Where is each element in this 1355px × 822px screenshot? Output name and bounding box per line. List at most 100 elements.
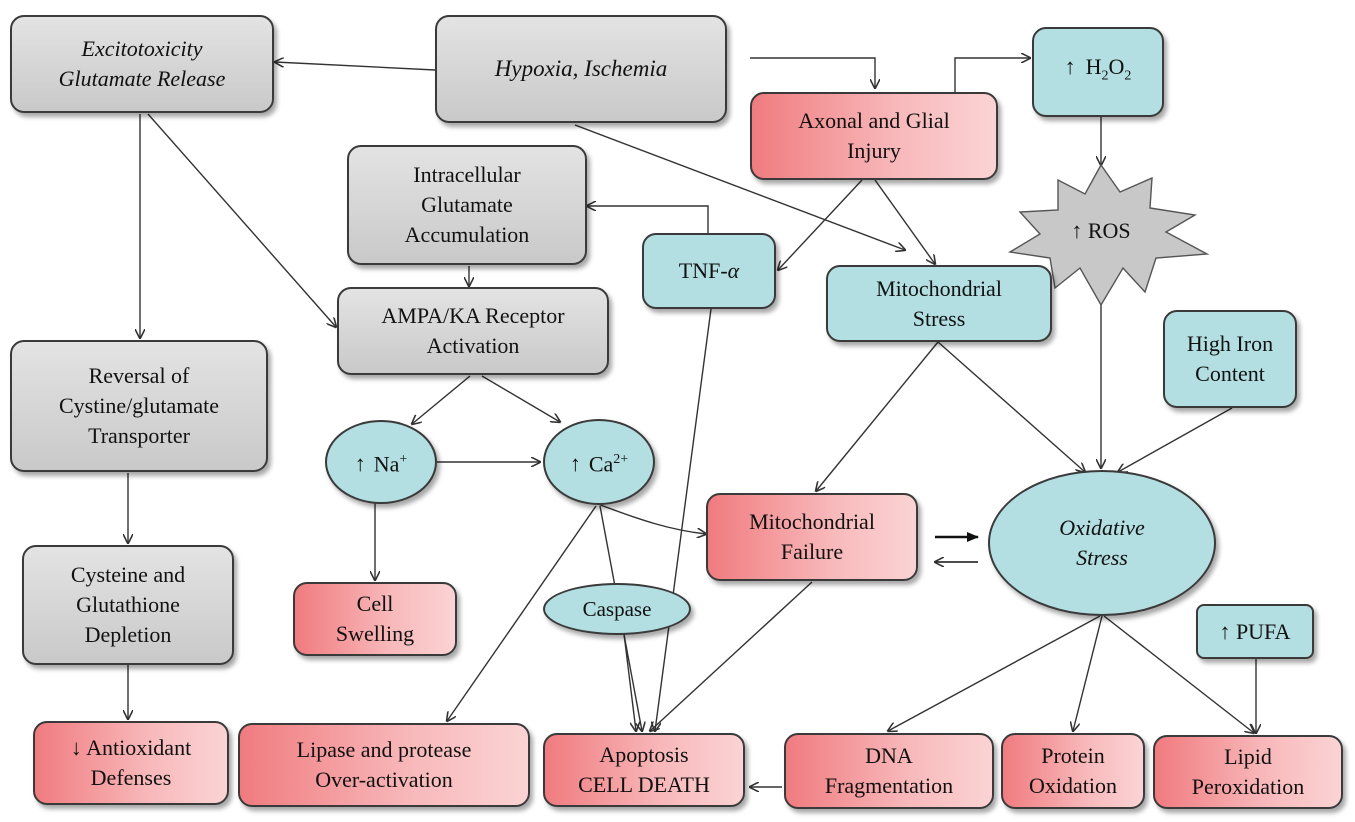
node-caspase-line1: Caspase [582, 597, 652, 621]
node-ca-ion: Ca [588, 451, 614, 477]
node-h2o2-sub1: 2 [1101, 68, 1109, 84]
node-axonal-line1: Axonal and Glial [798, 108, 950, 133]
node-high-iron-line1: High Iron [1186, 331, 1274, 356]
node-lipid-line1: Lipid [1224, 744, 1272, 769]
node-tnf-alpha: α [727, 258, 740, 283]
node-cysteine: Cysteine and Glutathione Depletion [22, 545, 234, 665]
node-reversal-line2: Cystine/glutamate [58, 393, 220, 418]
node-intracellular-line2: Glutamate [421, 192, 513, 217]
node-cysteine-line3: Depletion [84, 622, 172, 647]
node-h2o2-text: ↑H2O2 [1065, 52, 1132, 91]
node-lipase-line2: Over-activation [315, 767, 453, 792]
edge-mito-failure-apoptosis [650, 581, 813, 731]
node-hypoxia-line1: Hypoxia, Ischemia [494, 56, 668, 81]
node-excitotoxicity-line1: Excitotoxicity [81, 36, 203, 61]
node-intracellular-line1: Intracellular [413, 162, 521, 187]
node-reversal-line3: Transporter [88, 423, 190, 448]
node-apoptosis: Apoptosis CELL DEATH [543, 733, 745, 807]
edge-hypoxia-excitotoxicity [275, 62, 436, 71]
node-intracellular-line3: Accumulation [404, 222, 530, 247]
node-reversal-line1: Reversal of [88, 363, 190, 388]
node-cell-swelling-line2: Swelling [335, 621, 415, 646]
edge-hypoxia-mito-stress [574, 124, 905, 250]
node-excitotoxicity: Excitotoxicity Glutamate Release [10, 15, 274, 113]
node-lipase: Lipase and protease Over-activation [238, 723, 530, 807]
node-intracellular: Intracellular Glutamate Accumulation [347, 145, 587, 265]
edge-axonal-tnf [778, 179, 863, 270]
node-ampa-line2: Activation [426, 333, 520, 358]
node-tnf-label: TNF- [678, 258, 728, 283]
node-dna-line1: DNA [865, 743, 913, 768]
node-oxidative-line1: Oxidative [1059, 515, 1145, 540]
node-axonal-line2: Injury [847, 138, 901, 163]
node-ca-charge: 2+ [613, 451, 629, 467]
edge-tnf-apoptosis [655, 308, 712, 731]
edge-hypoxia-h2o2 [954, 58, 1030, 92]
edge-tnf-intracellular [587, 206, 709, 233]
node-cysteine-line1: Cysteine and [70, 562, 186, 587]
node-apoptosis-line2: CELL DEATH [578, 772, 710, 797]
node-reversal: Reversal of Cystine/glutamate Transporte… [10, 340, 268, 472]
node-dna-line2: Fragmentation [824, 773, 954, 798]
node-h2o2-arrow: ↑ [1064, 54, 1076, 80]
node-mito-failure-line2: Failure [780, 539, 844, 564]
node-na-arrow: ↑ [354, 451, 366, 477]
node-dna: DNA Fragmentation [784, 733, 994, 809]
node-ros-line1: ↑ ROS [1071, 218, 1131, 243]
node-ca-arrow: ↑ [569, 451, 581, 477]
node-antioxidant-line2: Defenses [90, 765, 172, 790]
node-pufa: ↑ PUFA [1196, 604, 1314, 659]
node-tnf: TNF-α [642, 233, 776, 309]
node-h2o2-sub2: 2 [1124, 68, 1132, 84]
edge-hypoxia-axonal [750, 57, 875, 88]
node-h2o2-h: H [1085, 54, 1102, 80]
node-antioxidant: ↓ Antioxidant Defenses [33, 721, 229, 805]
edge-mito-stress-mito-failure [816, 341, 939, 491]
node-oxidative: Oxidative Stress [988, 470, 1216, 616]
edge-ca-mito-failure [597, 503, 706, 534]
node-cell-swelling-line1: Cell [356, 591, 394, 616]
node-mito-failure-line1: Mitochondrial [749, 509, 875, 534]
node-oxidative-line2: Stress [1076, 545, 1128, 570]
node-protein: Protein Oxidation [1001, 733, 1145, 809]
edge-ca-lipase [447, 505, 597, 721]
node-mito-failure: Mitochondrial Failure [706, 493, 918, 581]
node-protein-line2: Oxidation [1029, 773, 1117, 798]
node-mito-stress-line1: Mitochondrial [876, 275, 1002, 301]
node-lipid-line2: Peroxidation [1191, 774, 1305, 799]
node-antioxidant-line1: ↓ Antioxidant [70, 735, 192, 760]
node-cell-swelling: Cell Swelling [293, 582, 457, 656]
edge-mito-stress-oxidative [937, 341, 1085, 472]
edge-oxidative-lipid [1103, 615, 1254, 733]
node-cysteine-line2: Glutathione [76, 592, 180, 617]
node-axonal: Axonal and Glial Injury [750, 92, 998, 180]
edge-ampa-na [412, 375, 471, 424]
node-high-iron: High Iron Content [1163, 310, 1297, 408]
node-h2o2: ↑H2O2 [1032, 27, 1164, 117]
node-ros: ↑ ROS [1050, 215, 1152, 247]
node-tnf-text: TNF-α [679, 256, 739, 286]
node-caspase: Caspase [543, 583, 691, 635]
node-pufa-line1: ↑ PUFA [1219, 618, 1291, 644]
node-lipase-line1: Lipase and protease [296, 737, 472, 762]
node-protein-line1: Protein [1041, 743, 1105, 768]
node-mito-stress-line2: Stress [912, 305, 966, 331]
node-high-iron-line2: Content [1195, 361, 1265, 386]
edge-axonal-mito-stress [874, 179, 935, 264]
node-h2o2-o: O [1108, 54, 1125, 80]
node-ampa: AMPA/KA Receptor Activation [337, 287, 609, 375]
node-na-charge: + [399, 451, 408, 467]
edge-oxidative-protein [1073, 615, 1103, 731]
node-ampa-line1: AMPA/KA Receptor [381, 303, 565, 328]
ros-star-shape [1007, 163, 1210, 307]
node-na-ion: Na [373, 451, 400, 477]
edge-oxidative-dna [888, 615, 1101, 731]
node-mito-stress: Mitochondrial Stress [826, 265, 1052, 342]
edge-caspase-apoptosis [623, 633, 636, 731]
edge-ampa-ca [481, 375, 560, 422]
node-hypoxia: Hypoxia, Ischemia [435, 15, 727, 123]
node-excitotoxicity-line2: Glutamate Release [58, 66, 226, 91]
node-na: ↑ Na+ [325, 420, 437, 504]
